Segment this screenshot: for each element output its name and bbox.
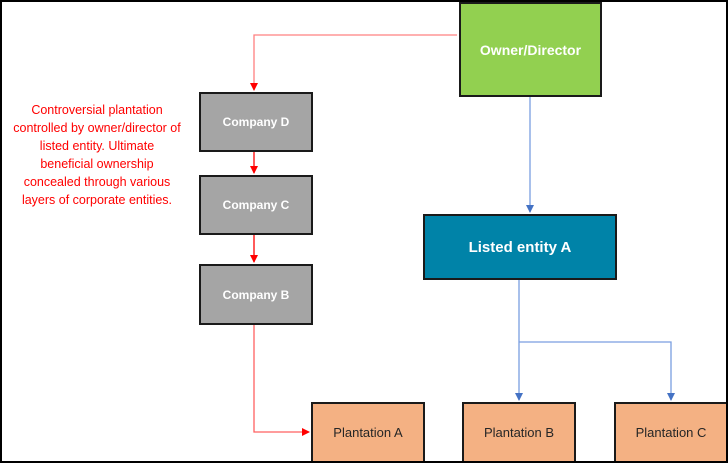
node-company-d: Company D (199, 92, 313, 152)
node-company-b: Company B (199, 264, 313, 325)
node-listed-entity-a: Listed entity A (423, 214, 617, 280)
node-label: Plantation A (333, 425, 403, 440)
node-company-c: Company C (199, 175, 313, 235)
node-label: Plantation C (635, 425, 707, 440)
node-label: Listed entity A (468, 238, 572, 256)
node-plantation-a: Plantation A (311, 402, 425, 461)
edge-company-b-to-plantation-a (253, 325, 310, 436)
node-plantation-b: Plantation B (462, 402, 576, 461)
node-label: Company B (222, 287, 290, 302)
node-plantation-c: Plantation C (614, 402, 726, 461)
edge-owner-to-company-d (250, 34, 457, 91)
node-label: Company D (222, 115, 290, 129)
node-label: Owner/Director (479, 41, 582, 58)
node-label: Company C (222, 198, 290, 212)
node-owner-director: Owner/Director (459, 2, 602, 97)
edge-listed-entity-to-plantation-c (519, 341, 675, 401)
node-label: Plantation B (483, 425, 555, 440)
annotation-text: Controversial plantation controlled by o… (13, 103, 181, 207)
